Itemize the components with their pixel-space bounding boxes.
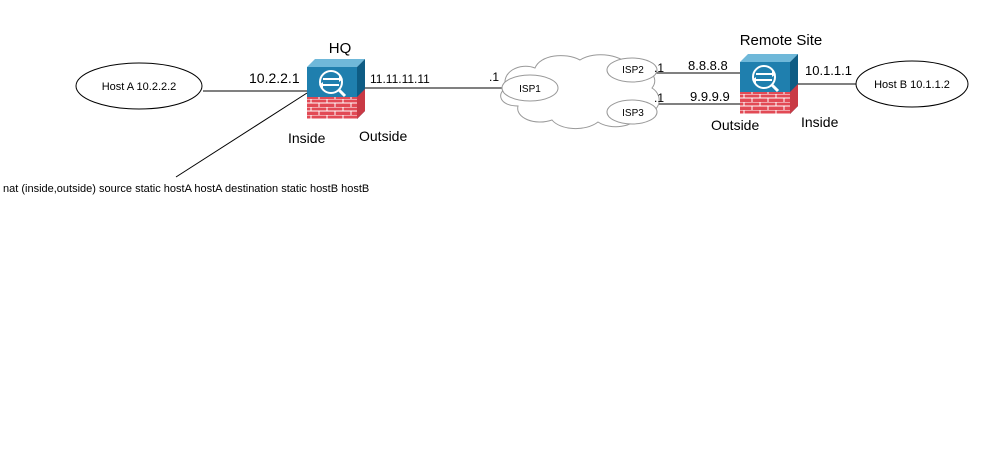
remote-title: Remote Site: [740, 32, 823, 49]
remote-isp2-address: 8.8.8.8: [688, 58, 728, 73]
host-a-node[interactable]: [75, 62, 203, 110]
remote-isp3-address: 9.9.9.9: [690, 89, 730, 104]
host-b-label: Host B 10.1.1.2: [874, 79, 950, 91]
hq-inside-label: Inside: [288, 130, 326, 146]
hq-firewall-icon[interactable]: [305, 57, 367, 121]
isp2-label: ISP2: [622, 65, 644, 76]
nat-rule-annotation: nat (inside,outside) source static hostA…: [3, 183, 369, 195]
annotation-leader-line: [175, 92, 308, 178]
isp1-gateway-label: .1: [489, 70, 499, 84]
isp1-cloud[interactable]: [501, 74, 559, 102]
isp3-cloud[interactable]: [606, 99, 658, 125]
remote-firewall-icon[interactable]: [738, 52, 800, 116]
isp2-cloud[interactable]: [606, 57, 658, 83]
hq-outside-address: 11.11.11.11: [370, 72, 430, 86]
remote-inside-address: 10.1.1.1: [805, 63, 852, 78]
isp3-gateway-label: .1: [654, 91, 664, 105]
isp2-gateway-label: .1: [654, 61, 664, 75]
isp3-label: ISP3: [622, 108, 644, 119]
host-a-label: Host A 10.2.2.2: [102, 81, 177, 93]
host-b-node[interactable]: [855, 60, 969, 108]
remote-inside-label: Inside: [801, 114, 839, 130]
hq-outside-label: Outside: [359, 128, 407, 144]
isp1-label: ISP1: [519, 84, 541, 95]
isp-cloud: [500, 54, 660, 129]
remote-outside-label: Outside: [711, 117, 759, 133]
hq-inside-address: 10.2.2.1: [249, 70, 300, 86]
hq-title: HQ: [329, 40, 352, 57]
